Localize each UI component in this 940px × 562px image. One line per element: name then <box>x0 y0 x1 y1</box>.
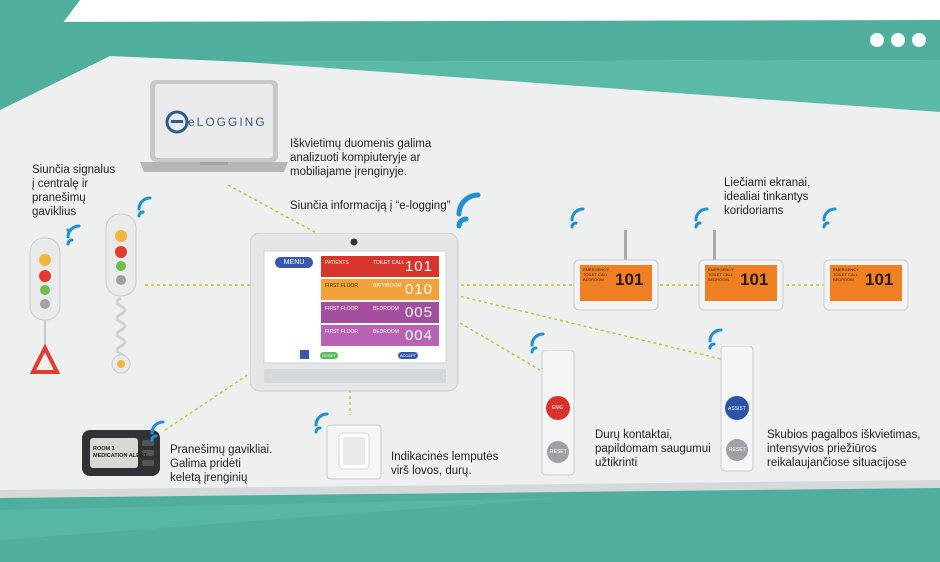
coiled-handset <box>105 213 137 374</box>
wifi-signal-icon <box>137 196 152 218</box>
corridor-line3: BEDROOM <box>833 277 854 282</box>
row-location: FIRST FLOOR <box>325 306 358 312</box>
elogging-logo: eLOGGING <box>188 115 267 129</box>
row-location: FIRST FLOOR <box>325 329 358 335</box>
menu-button[interactable]: MENU <box>275 257 313 268</box>
label-touch-screens: Liečiami ekranai, idealiai tinkantys kor… <box>724 177 811 217</box>
emergency-caller-device <box>720 346 754 472</box>
reset-label-2: RESET <box>729 447 746 453</box>
row-location: FIRST FLOOR <box>325 283 358 289</box>
call-row[interactable]: FIRST FLOOR BEDROOM 004 <box>321 325 439 346</box>
more-dots-icon[interactable] <box>870 33 926 47</box>
corridor-number-1: 101 <box>615 270 644 289</box>
wifi-signal-icon <box>66 224 81 246</box>
reset-button[interactable]: RESET <box>320 352 338 359</box>
corridor-line2: TOILET CALL <box>833 272 858 277</box>
screen-home-icon[interactable] <box>300 350 309 359</box>
assist-label: ASSIST <box>728 406 746 412</box>
corridor-line3: BEDROOM <box>708 277 729 282</box>
corridor-display-1 <box>573 230 659 311</box>
call-row[interactable]: FIRST FLOOR BEDROOM 005 <box>321 302 439 323</box>
corridor-display-2 <box>698 230 784 311</box>
call-row[interactable]: PATIENTS TOILET CALL 101 <box>321 256 439 277</box>
accept-button[interactable]: ACCEPT <box>398 352 418 359</box>
row-type: BEDROOM <box>373 306 399 312</box>
wifi-signal-icon <box>822 207 837 229</box>
corridor-line1: EMERGENCY <box>833 267 859 272</box>
laptop-illustration <box>140 80 288 172</box>
corridor-line1: EMERGENCY <box>708 267 734 272</box>
pull-cord-handset <box>29 237 61 374</box>
corridor-number-2: 101 <box>740 270 769 289</box>
corridor-line2: TOILET CALL <box>708 272 733 277</box>
emg-label: EMG <box>552 405 564 411</box>
row-number: 010 <box>404 281 433 298</box>
label-computer: Iškvietimų duomenis galima analizuoti ko… <box>290 138 432 178</box>
row-type: BEDROOM <box>373 329 399 335</box>
dot <box>891 33 905 47</box>
wifi-signal-icon <box>150 420 165 442</box>
door-contact-device <box>541 350 575 476</box>
row-type: BATHROOM <box>373 283 402 289</box>
corridor-line3: BEDROOM <box>583 277 604 282</box>
label-lights: Indikacinės lemputės virš lovos, durų. <box>391 451 499 477</box>
row-type: TOILET CALL <box>373 260 405 266</box>
wifi-signal-icon <box>570 207 585 229</box>
label-pagers: Pranešimų gavikliai. Galima pridėti kele… <box>170 444 273 484</box>
label-send-info: Siunčia informaciją į “e-logging” <box>290 200 451 212</box>
corridor-display-3 <box>823 259 909 311</box>
reset-label-1: RESET <box>550 449 567 455</box>
dot <box>870 33 884 47</box>
wifi-signal-large-icon <box>456 192 481 229</box>
corridor-line2: TOILET CALL <box>583 272 608 277</box>
pager-line1: ROOM 1 <box>93 446 115 452</box>
row-location: PATIENTS <box>325 260 349 266</box>
dot <box>912 33 926 47</box>
pager-device <box>82 430 160 476</box>
wifi-signal-icon <box>694 207 709 229</box>
wifi-signal-icon <box>530 332 545 354</box>
call-row[interactable]: FIRST FLOOR BATHROOM 010 <box>321 279 439 300</box>
wifi-signal-icon <box>708 328 723 350</box>
row-number: 005 <box>404 304 433 321</box>
row-number: 004 <box>404 327 433 344</box>
row-number: 101 <box>404 258 433 275</box>
label-emergency: Skubios pagalbos iškvietimas, intensyvio… <box>767 429 921 469</box>
wifi-signal-icon <box>314 412 329 434</box>
corridor-number-3: 101 <box>865 270 894 289</box>
corridor-line1: EMERGENCY <box>583 267 609 272</box>
label-door: Durų kontaktai, papildomam saugumui užti… <box>595 429 711 469</box>
pager-line2: MEDICATION ALERT <box>93 453 148 459</box>
indicator-light <box>326 424 382 480</box>
label-signals: Siunčia signalus į centralę ir pranešimų… <box>32 164 116 218</box>
